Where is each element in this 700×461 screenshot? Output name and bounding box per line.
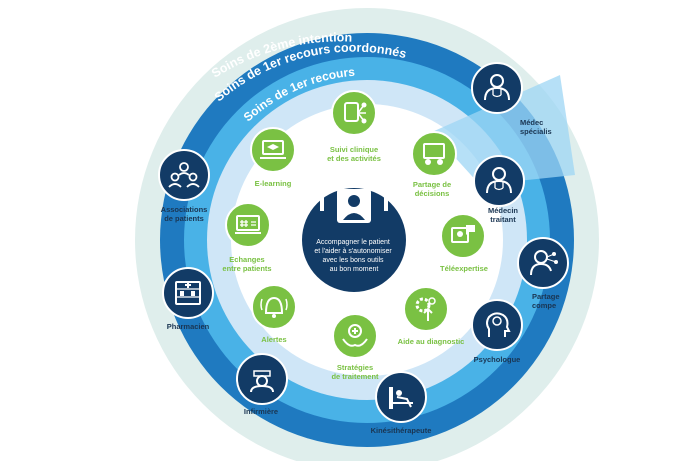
center-line-4: au bon moment bbox=[330, 266, 379, 273]
actor-label-line: compe bbox=[532, 301, 556, 310]
actor-label: Psychologue bbox=[474, 355, 521, 364]
doctor-icon bbox=[486, 167, 512, 194]
service-label-line: E-learning bbox=[255, 179, 292, 188]
service-badge bbox=[411, 131, 457, 177]
center-circle bbox=[302, 188, 406, 292]
actor-label-line: Psychologue bbox=[474, 355, 521, 364]
service-badge bbox=[251, 284, 297, 330]
shared-screen-icon bbox=[423, 143, 445, 165]
actor-label-line: Infirmière bbox=[244, 407, 278, 416]
service-elearning: E-learning bbox=[250, 127, 296, 188]
service-label-line: Alertes bbox=[261, 335, 286, 344]
actor-label-line: Partage bbox=[532, 292, 560, 301]
actor-label: Kinésithérapeute bbox=[371, 426, 432, 435]
actor-label: Infirmière bbox=[244, 407, 278, 416]
center-line-1: Accompagner le patient bbox=[316, 239, 390, 246]
service-alertes: Alertes bbox=[251, 284, 297, 344]
service-label-line: et des activités bbox=[327, 154, 381, 163]
service-label-line: entre patients bbox=[222, 264, 271, 273]
doctor-icon bbox=[484, 74, 510, 101]
actor-label-line: Médecin bbox=[488, 206, 518, 215]
specialist-highlight-beam bbox=[432, 75, 575, 185]
service-label: Téléexpertise bbox=[440, 264, 488, 273]
service-label: E-learning bbox=[255, 179, 292, 188]
video-consult-icon bbox=[451, 225, 475, 243]
service-label-line: Aide au diagnostic bbox=[398, 337, 465, 346]
service-teleexpertise: Téléexpertise bbox=[440, 213, 488, 273]
pharmacy-icon bbox=[175, 281, 201, 305]
head-brain-icon bbox=[486, 312, 511, 337]
service-badge bbox=[440, 213, 486, 259]
service-label-line: Suivi clinique bbox=[330, 145, 378, 154]
actor-infirmiere: Infirmière bbox=[236, 353, 288, 416]
service-label-line: décisions bbox=[415, 189, 450, 198]
actor-badge bbox=[236, 353, 288, 405]
actor-label-line: Médec bbox=[520, 118, 543, 127]
actor-label-line: Pharmacien bbox=[167, 322, 210, 331]
service-label: Alertes bbox=[261, 335, 286, 344]
service-label-line: Téléexpertise bbox=[440, 264, 488, 273]
actor-pharmacien: Pharmacien bbox=[162, 267, 214, 331]
actor-badge bbox=[158, 149, 210, 201]
center-line-2: et l'aider à s'autonomiser bbox=[314, 248, 392, 255]
person-network-icon bbox=[530, 250, 558, 276]
person-icon bbox=[337, 189, 371, 223]
actor-label-line: Kinésithérapeute bbox=[371, 426, 432, 435]
hands-cross-icon bbox=[342, 324, 368, 347]
physiotherapy-icon bbox=[389, 387, 413, 409]
actor-psychologue: Psychologue bbox=[471, 299, 523, 364]
actor-label-line: spécialis bbox=[520, 127, 552, 136]
service-diagnostic: Aide au diagnostic bbox=[398, 286, 465, 346]
service-label-line: Partage de bbox=[413, 180, 451, 189]
center-text: Accompagner le patient et l'aider à s'au… bbox=[314, 239, 393, 273]
service-label: Aide au diagnostic bbox=[398, 337, 465, 346]
service-label-line: Stratégies bbox=[337, 363, 373, 372]
tablet-network-icon bbox=[344, 102, 367, 124]
service-label-line: Echanges bbox=[229, 255, 264, 264]
actor-kine: Kinésithérapeute bbox=[371, 371, 432, 435]
center-hub: Accompagner le patient et l'aider à s'au… bbox=[302, 161, 406, 292]
home-roof-icon bbox=[320, 161, 388, 211]
bell-icon bbox=[260, 296, 288, 318]
actor-label: Pharmacien bbox=[167, 322, 210, 331]
actor-label-line: Associations bbox=[161, 205, 208, 214]
actor-label-line: traitant bbox=[490, 215, 516, 224]
service-badge bbox=[331, 90, 377, 136]
group-icon bbox=[168, 162, 200, 188]
nurse-icon bbox=[250, 370, 274, 393]
service-label-line: de traitement bbox=[331, 372, 379, 381]
actor-label-line: de patients bbox=[164, 214, 204, 223]
keyboard-hash-icon bbox=[235, 215, 261, 234]
center-line-3: avec les bons outils bbox=[322, 257, 384, 264]
laptop-graduation-icon bbox=[260, 140, 286, 159]
actor-badge bbox=[162, 267, 214, 319]
gear-touch-icon bbox=[415, 297, 436, 321]
